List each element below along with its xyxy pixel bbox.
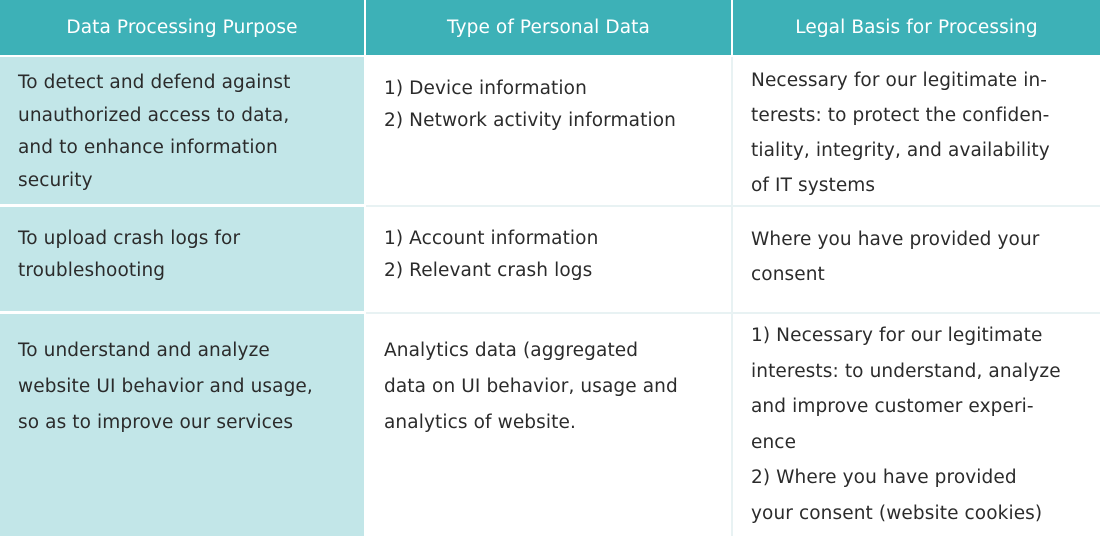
- row3-legal-basis-line: ence: [751, 431, 797, 453]
- row1-legal-basis-line: Necessary for our legitimate in-: [751, 70, 1048, 91]
- row2-purpose-line: To upload crash logs for: [18, 228, 241, 249]
- header-type-of-personal-data: Type of Personal Data: [366, 0, 733, 57]
- row2-legal-basis-line: consent: [751, 264, 825, 285]
- row1-purpose-line: security: [18, 169, 93, 191]
- row1-data-types-cell: 1) Device information 2) Network activit…: [366, 57, 733, 207]
- row3-purpose-line: so as to improve our services: [18, 412, 294, 433]
- row2-legal-basis-line: Where you have provided your: [751, 229, 1040, 250]
- row3-legal-basis-line: interests: to understand, analyze: [751, 360, 1061, 382]
- row1-purpose-line: unauthorized access to data,: [18, 104, 290, 126]
- row2-legal-basis-cell: Where you have provided your consent: [733, 207, 1100, 314]
- row1-purpose-cell: To detect and defend against unauthorize…: [0, 57, 366, 207]
- row3-data-type-line: analytics of website.: [384, 412, 576, 433]
- header-data-processing-purpose: Data Processing Purpose: [0, 0, 366, 57]
- row1-data-type-item: 1) Device information: [384, 78, 587, 99]
- row3-legal-basis-line: your consent (website cookies): [751, 502, 1043, 524]
- row3-legal-basis-line: 1) Necessary for our legitimate: [751, 325, 1043, 346]
- row1-purpose-line: and to enhance information: [18, 137, 278, 158]
- row1-purpose-line: To detect and defend against: [18, 72, 291, 93]
- row1-legal-basis-line: of IT systems: [751, 175, 876, 196]
- row2-data-type-item: 2) Relevant crash logs: [384, 260, 593, 281]
- row3-purpose-cell: To understand and analyze website UI beh…: [0, 314, 366, 536]
- row1-data-type-item: 2) Network activity information: [384, 110, 676, 131]
- row3-data-type-line: Analytics data (aggregated: [384, 340, 639, 361]
- row3-legal-basis-line: 2) Where you have provided: [751, 467, 1017, 488]
- row1-legal-basis-line: tiality, integrity, and availability: [751, 140, 1050, 161]
- header-legal-basis: Legal Basis for Processing: [733, 0, 1100, 57]
- row2-purpose-cell: To upload crash logs for troubleshooting: [0, 207, 366, 314]
- row2-purpose-line: troubleshooting: [18, 260, 166, 281]
- row3-purpose-line: To understand and analyze: [18, 340, 270, 361]
- row1-legal-basis-cell: Necessary for our legitimate in- terests…: [733, 57, 1100, 207]
- row3-legal-basis-line: and improve customer experi-: [751, 396, 1034, 417]
- row2-data-types-cell: 1) Account information 2) Relevant crash…: [366, 207, 733, 314]
- row3-legal-basis-cell: 1) Necessary for our legitimate interest…: [733, 314, 1100, 536]
- row3-purpose-line: website UI behavior and usage,: [18, 376, 313, 397]
- row3-data-types-cell: Analytics data (aggregated data on UI be…: [366, 314, 733, 536]
- row3-data-type-line: data on UI behavior, usage and: [384, 376, 678, 397]
- row1-legal-basis-line: terests: to protect the confiden-: [751, 105, 1050, 126]
- row2-data-type-item: 1) Account information: [384, 228, 599, 249]
